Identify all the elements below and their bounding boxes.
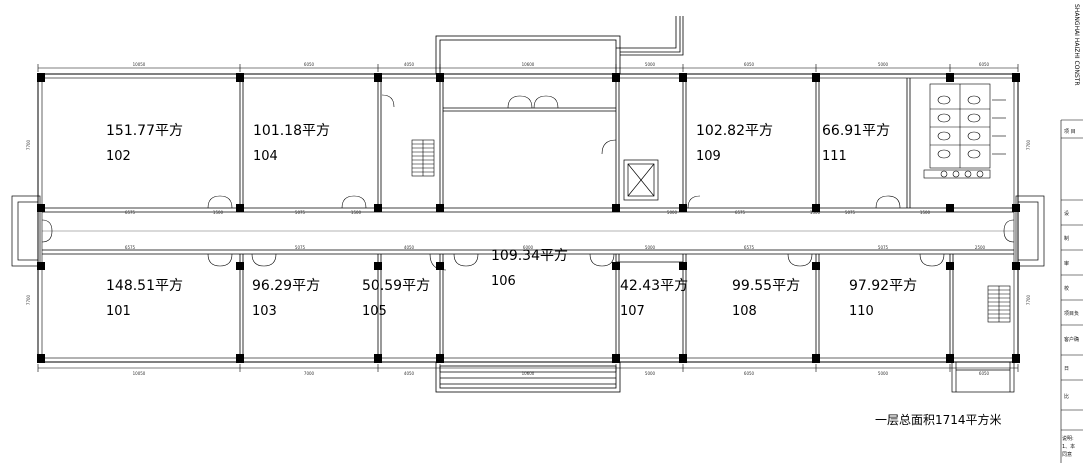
entrance-canopy-bottom [435, 361, 621, 393]
dim-corr-bot-1: 6575 [125, 245, 136, 250]
tb-client: 客户确 [1064, 336, 1079, 343]
restroom-fixtures [923, 83, 1006, 179]
dim-corr-top-9: 1500 [920, 210, 931, 215]
dim-corr-top-1: 6575 [125, 210, 136, 215]
room-106-number: 106 [491, 274, 516, 289]
corridor [42, 207, 1014, 255]
top-dimension-labels: 10050 6050 4050 10600 5000 6050 5000 605… [133, 62, 990, 67]
room-107-number: 107 [620, 304, 645, 319]
dim-corr-bot-5: 5000 [645, 245, 656, 250]
room-111-number: 111 [822, 149, 847, 164]
dim-corr-top-5: 5000 [667, 210, 678, 215]
doors [41, 94, 1015, 271]
dim-bottom-3: 4050 [404, 371, 415, 376]
dim-top-7: 5000 [878, 62, 889, 67]
room-109-area: 102.82平方 [696, 123, 773, 139]
room-110-number: 110 [849, 304, 874, 319]
entrance-steps-right-bottom [951, 361, 1015, 393]
tb-check: 校 [1064, 285, 1069, 292]
dim-corr-bot-2: 5075 [295, 245, 306, 250]
tb-date: 日 [1064, 366, 1069, 372]
room-103-area: 96.29平方 [252, 278, 320, 294]
dim-corr-top-4: 1500 [351, 210, 362, 215]
title-block-labels: 项 目 设 制 审 校 项目负 客户确 日 比 说明: 1、本 同意 [1062, 129, 1079, 458]
dim-corr-bot-8: 2500 [975, 245, 986, 250]
tb-scale: 比 [1064, 393, 1069, 400]
room-101-area: 148.51平方 [106, 278, 183, 294]
corridor-dimension-labels: 6575 1500 5075 1500 5000 6575 1500 5075 … [125, 210, 986, 250]
room-106-area: 109.34平方 [491, 248, 568, 264]
side-dimension-labels: 7700 7700 7700 7700 [26, 139, 1031, 305]
room-labels: 151.77平方 102 101.18平方 104 102.82平方 109 6… [106, 123, 917, 319]
room-108-number: 108 [732, 304, 757, 319]
tb-drafted: 制 [1064, 235, 1069, 242]
room-101-number: 101 [106, 304, 131, 319]
room-104-number: 104 [253, 149, 278, 164]
entrance-steps-left [11, 195, 41, 267]
tb-notes-line2: 同意 [1062, 451, 1072, 458]
dim-top-8: 6050 [979, 62, 990, 67]
room-108-area: 99.55平方 [732, 278, 800, 294]
stair-right [987, 285, 1011, 323]
dim-bottom-5: 5000 [645, 371, 656, 376]
dim-top-2: 6050 [304, 62, 315, 67]
dim-corr-bot-4: 6000 [523, 245, 534, 250]
dim-top-4: 10600 [522, 62, 535, 67]
room-103-number: 103 [252, 304, 277, 319]
dim-corr-top-8: 5075 [845, 210, 856, 215]
room-111-area: 66.91平方 [822, 123, 890, 139]
dim-corr-bot-6: 6575 [744, 245, 755, 250]
room-109-number: 109 [696, 149, 721, 164]
dim-bottom-2: 7000 [304, 371, 315, 376]
dim-top-6: 6050 [744, 62, 755, 67]
dim-bottom-7: 5000 [878, 371, 889, 376]
dim-top-3: 4050 [404, 62, 415, 67]
company-name-vertical: SHANGHAI HAIZHI CONSTR [1073, 4, 1080, 86]
dim-bottom-1: 10050 [133, 371, 146, 376]
room-105-number: 105 [362, 304, 387, 319]
elevator [623, 159, 659, 201]
tb-review: 审 [1064, 260, 1069, 267]
dim-corr-top-3: 5075 [295, 210, 306, 215]
entrance-canopy-top [435, 16, 684, 75]
dim-corr-bot-7: 5075 [878, 245, 889, 250]
dim-corr-top-2: 1500 [213, 210, 224, 215]
total-area-caption: 一层总面积1714平方米 [875, 412, 1002, 427]
dim-top-1: 10050 [133, 62, 146, 67]
dim-corr-top-7: 1500 [810, 210, 821, 215]
room-110-area: 97.92平方 [849, 278, 917, 294]
entrance-steps-right [1015, 195, 1045, 267]
top-dimension-line [37, 64, 1019, 72]
room-107-area: 42.43平方 [620, 278, 688, 294]
dim-corr-bot-3: 4050 [404, 245, 415, 250]
dim-left-1: 7700 [26, 139, 31, 150]
dim-left-2: 7700 [26, 294, 31, 305]
dim-top-5: 5000 [645, 62, 656, 67]
room-102-number: 102 [106, 149, 131, 164]
interior-walls [239, 78, 954, 358]
tb-project-lead: 项目负 [1064, 310, 1079, 317]
room-104-area: 101.18平方 [253, 123, 330, 139]
dim-bottom-8: 6050 [979, 371, 990, 376]
dim-corr-top-6: 6575 [735, 210, 746, 215]
tb-project: 项 目 [1064, 129, 1076, 135]
tb-design: 设 [1064, 210, 1069, 217]
dim-bottom-4: 10600 [522, 371, 535, 376]
tb-notes-line1: 1、本 [1062, 443, 1075, 450]
columns [37, 73, 1020, 363]
dim-right-1: 7700 [1026, 139, 1031, 150]
dim-right-2: 7700 [1026, 294, 1031, 305]
tb-notes-title: 说明: [1062, 435, 1074, 442]
room-105-area: 50.59平方 [362, 278, 430, 294]
room-102-area: 151.77平方 [106, 123, 183, 139]
stair-left [411, 139, 435, 177]
dim-bottom-6: 6050 [744, 371, 755, 376]
title-block [1060, 119, 1083, 463]
bottom-dimension-labels: 10050 7000 4050 10600 5000 6050 5000 605… [133, 371, 990, 376]
